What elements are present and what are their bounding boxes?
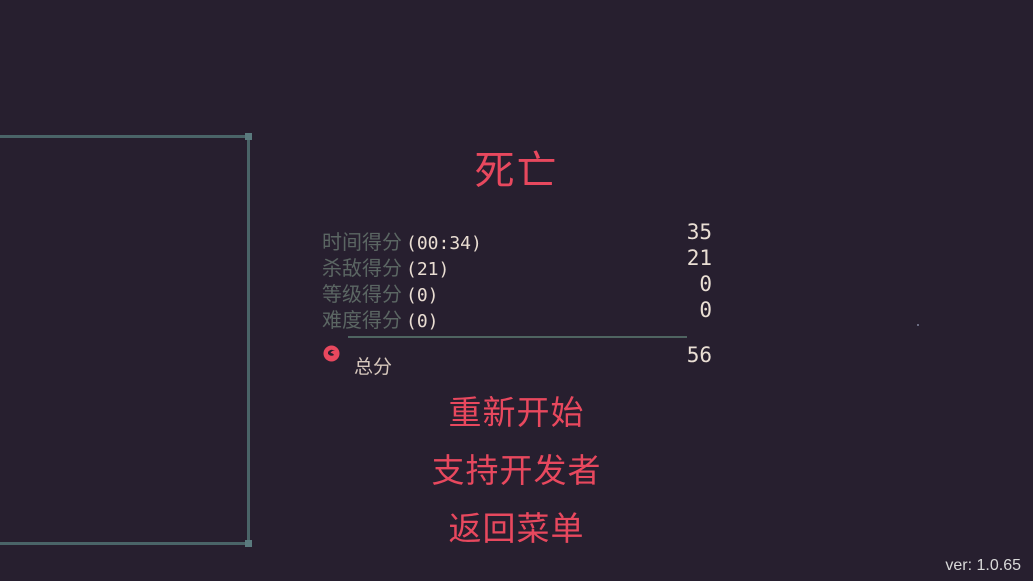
score-label: 时间得分 <box>322 230 402 254</box>
back-to-menu-button[interactable]: 返回菜单 <box>448 509 585 548</box>
death-title: 死亡 <box>474 148 559 194</box>
swirl-emblem-icon <box>323 345 340 362</box>
score-row-level: 等级得分(0) 0 <box>322 272 712 306</box>
score-detail: (0) <box>406 285 439 306</box>
total-value: 56 <box>686 343 712 367</box>
score-divider <box>348 336 687 338</box>
version-label: ver: 1.0.65 <box>945 557 1021 574</box>
score-value: 21 <box>686 246 712 270</box>
score-row-time: 时间得分(00:34) 35 <box>322 220 712 254</box>
score-detail: (0) <box>406 311 439 332</box>
score-value: 0 <box>699 298 712 322</box>
score-label: 难度得分 <box>322 308 402 332</box>
frame-corner <box>245 133 252 140</box>
score-value: 35 <box>686 220 712 244</box>
score-label: 等级得分 <box>322 282 402 306</box>
score-detail: (00:34) <box>406 233 482 254</box>
total-label: 总分 <box>354 356 393 378</box>
score-label: 杀敌得分 <box>322 256 402 280</box>
restart-button[interactable]: 重新开始 <box>448 393 585 432</box>
frame-corner <box>245 540 252 547</box>
score-value: 0 <box>699 272 712 296</box>
score-row-kills: 杀敌得分(21) 21 <box>322 246 712 280</box>
side-panel-frame <box>0 133 252 547</box>
background-speck <box>917 324 919 326</box>
score-detail: (21) <box>406 259 450 280</box>
support-developer-button[interactable]: 支持开发者 <box>431 451 602 490</box>
score-row-difficulty: 难度得分(0) 0 <box>322 298 712 332</box>
